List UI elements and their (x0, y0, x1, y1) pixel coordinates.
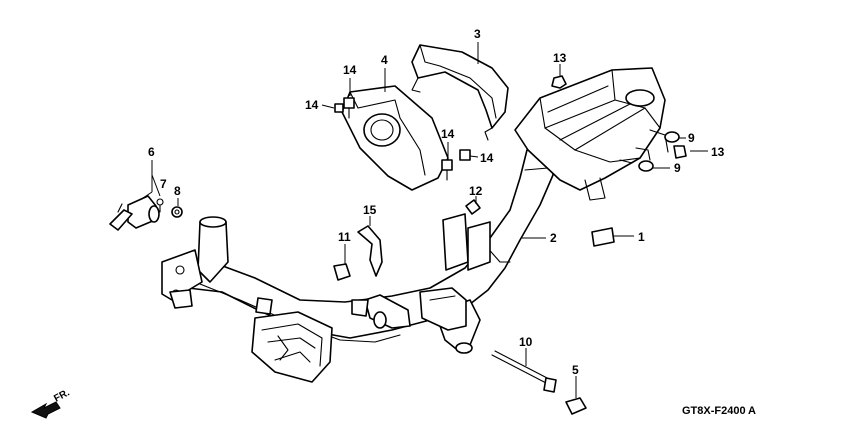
callout-2: 2 (550, 231, 557, 245)
drawing-code: GT8X-F2400 (682, 405, 746, 417)
front-arrow-icon (30, 401, 61, 419)
callout-10: 10 (519, 335, 533, 349)
cover-panel-part (341, 85, 449, 191)
callout-13-top: 13 (553, 51, 567, 65)
callout-7: 7 (160, 177, 167, 191)
callout-3: 3 (474, 27, 481, 41)
callout-6: 6 (148, 145, 155, 159)
callout-9-upper: 9 (688, 131, 695, 145)
callout-14-mid: 14 (441, 127, 455, 141)
direction-label: FR. (52, 387, 72, 404)
callout-1: 1 (638, 230, 645, 244)
callout-15: 15 (363, 203, 377, 217)
leader-lines (139, 42, 708, 398)
callout-8: 8 (174, 184, 181, 198)
callout-4: 4 (381, 53, 388, 67)
drawing-code-suffix: A (748, 405, 756, 417)
callout-labels: 1 2 3 4 5 6 7 8 9 9 10 11 12 13 13 14 14… (148, 27, 725, 377)
upper-bracket-part (411, 44, 509, 141)
callout-13-right: 13 (711, 145, 725, 159)
callout-14-right: 14 (480, 151, 494, 165)
key-switch-assembly (109, 195, 183, 231)
frame-body (161, 147, 554, 383)
callout-14-left: 14 (305, 98, 319, 112)
callout-12: 12 (469, 184, 483, 198)
callout-14-top: 14 (343, 63, 357, 77)
callout-11: 11 (338, 230, 351, 244)
front-head-frame (514, 67, 669, 201)
callout-9-lower: 9 (674, 161, 681, 175)
drawing-code-group: GT8X-F2400 A (682, 405, 756, 417)
callout-5: 5 (572, 363, 579, 377)
front-direction-indicator: FR. (30, 387, 72, 419)
